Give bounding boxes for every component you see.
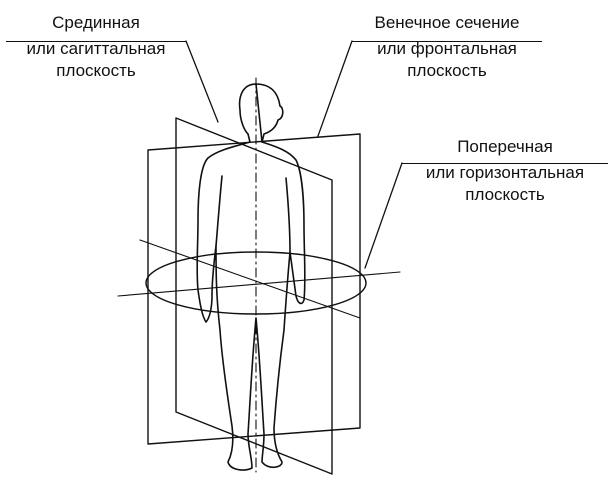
body-axes: [117, 77, 401, 473]
transverse-label-underline: [402, 163, 608, 164]
coronal-plane-label: Венечное сечение или фронтальная плоскос…: [352, 12, 542, 82]
coronal-plane-title: Венечное сечение: [374, 13, 520, 32]
leader-lines: [185, 40, 403, 269]
transverse-plane-word: плоскость: [465, 185, 545, 204]
coronal-plane-subtitle: или фронтальная: [377, 39, 517, 58]
coronal-label-underline: [352, 41, 542, 42]
median-plane-title: Срединная: [52, 13, 140, 32]
median-plane-subtitle: или сагиттальная: [26, 39, 166, 58]
median-label-underline: [6, 41, 186, 42]
human-figure: [196, 83, 306, 471]
median-plane-word: плоскость: [56, 61, 136, 80]
transverse-plane-label: Поперечная или горизонтальная плоскость: [402, 136, 608, 206]
median-plane-label: Срединная или сагиттальная плоскость: [6, 12, 186, 82]
coronal-plane-word: плоскость: [407, 61, 487, 80]
transverse-plane-title: Поперечная: [457, 137, 553, 156]
sagittal-plane: [175, 117, 333, 475]
coronal-plane: [147, 133, 361, 445]
transverse-plane-subtitle: или горизонтальная: [425, 163, 585, 182]
